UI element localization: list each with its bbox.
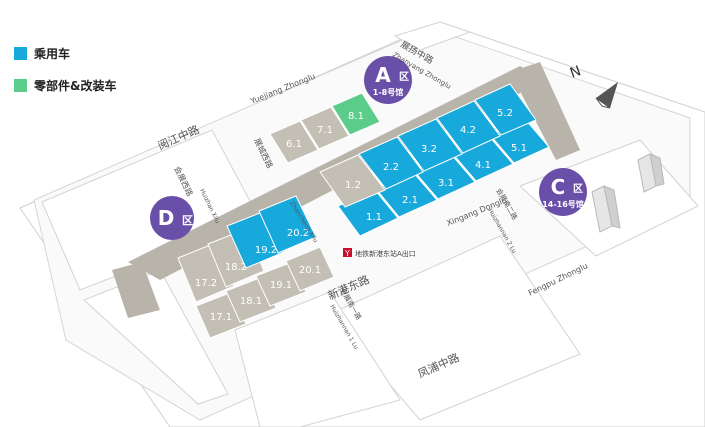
zone-c-badge[interactable]: C 区 14-16号馆 xyxy=(539,168,587,216)
metro-exit-marker[interactable]: Y 地铁新港东站A出口 xyxy=(343,248,416,258)
hall-label: 20.1 xyxy=(299,265,321,276)
concourse-east-ramp xyxy=(510,62,580,160)
hall-3-2[interactable]: 3.2 xyxy=(397,118,463,172)
zone-c-tower-1 xyxy=(591,185,621,233)
zone-halls: 1-8号馆 xyxy=(373,87,403,97)
block-north-strip xyxy=(393,21,472,51)
legend-item-passenger: 乘用车 xyxy=(14,44,116,62)
zone-d-badge[interactable]: D 区 xyxy=(150,196,194,240)
zone-suffix: 区 xyxy=(573,183,583,195)
hall-4-2[interactable]: 4.2 xyxy=(436,100,501,154)
hall-label: 3.1 xyxy=(438,178,454,189)
hall-label: 8.1 xyxy=(348,111,364,122)
legend-swatch xyxy=(14,78,27,92)
hall-label: 17.1 xyxy=(210,312,232,323)
metro-label: 地铁新港东站A出口 xyxy=(355,249,416,258)
compass-icon: N xyxy=(568,63,618,109)
hall-8-1[interactable]: 8.1 xyxy=(331,92,381,136)
hall-label: 4.1 xyxy=(475,160,491,171)
block-southwest xyxy=(234,291,401,427)
legend-label: 零部件&改装车 xyxy=(34,78,117,93)
hall-1-2[interactable]: 1.2 xyxy=(319,154,386,208)
compass-label: N xyxy=(568,63,583,82)
hall-label: 1.1 xyxy=(366,212,382,223)
hall-label: 17.2 xyxy=(195,278,217,289)
hall-label: 5.2 xyxy=(497,108,513,119)
hall-label: 4.2 xyxy=(460,125,476,136)
legend-label: 乘用车 xyxy=(34,46,71,61)
zone-suffix: 区 xyxy=(399,71,409,83)
zone-c-tower-2 xyxy=(637,153,665,193)
hall-2-2[interactable]: 2.2 xyxy=(358,136,424,190)
hall-20-1[interactable]: 20.1 xyxy=(285,246,335,292)
hall-label: 7.1 xyxy=(317,125,333,136)
legend-swatch xyxy=(14,46,27,60)
hall-label: 3.2 xyxy=(421,144,437,155)
hall-6-1[interactable]: 6.1 xyxy=(269,120,319,164)
hall-label: 19.1 xyxy=(270,280,292,291)
hall-7-1[interactable]: 7.1 xyxy=(300,106,350,150)
hall-label: 2.1 xyxy=(402,195,418,206)
hall-label: 5.1 xyxy=(511,143,527,154)
zone-letter: C xyxy=(551,175,566,199)
legend-item-parts: 零部件&改装车 xyxy=(14,76,116,94)
zone-letter: A xyxy=(375,63,391,87)
hall-label: 18.2 xyxy=(225,262,247,273)
legend: 乘用车 零部件&改装车 xyxy=(14,44,116,108)
zone-letter: D xyxy=(158,206,175,230)
concourse-west-ramp xyxy=(112,262,160,318)
hall-label: 20.2 xyxy=(287,228,309,239)
zone-a-badge[interactable]: A 区 1-8号馆 xyxy=(364,56,412,104)
zone-halls: 14-16号馆 xyxy=(542,199,584,209)
hall-label: 6.1 xyxy=(286,139,302,150)
hall-20-2[interactable]: 20.2 xyxy=(258,195,317,254)
hall-label: 19.2 xyxy=(255,245,277,256)
hall-label: 2.2 xyxy=(383,162,399,173)
hall-label: 1.2 xyxy=(345,180,361,191)
svg-text:Y: Y xyxy=(344,249,350,258)
hall-label: 18.1 xyxy=(240,296,262,307)
zone-suffix: 区 xyxy=(182,214,193,227)
hall-5-2[interactable]: 5.2 xyxy=(474,83,537,136)
